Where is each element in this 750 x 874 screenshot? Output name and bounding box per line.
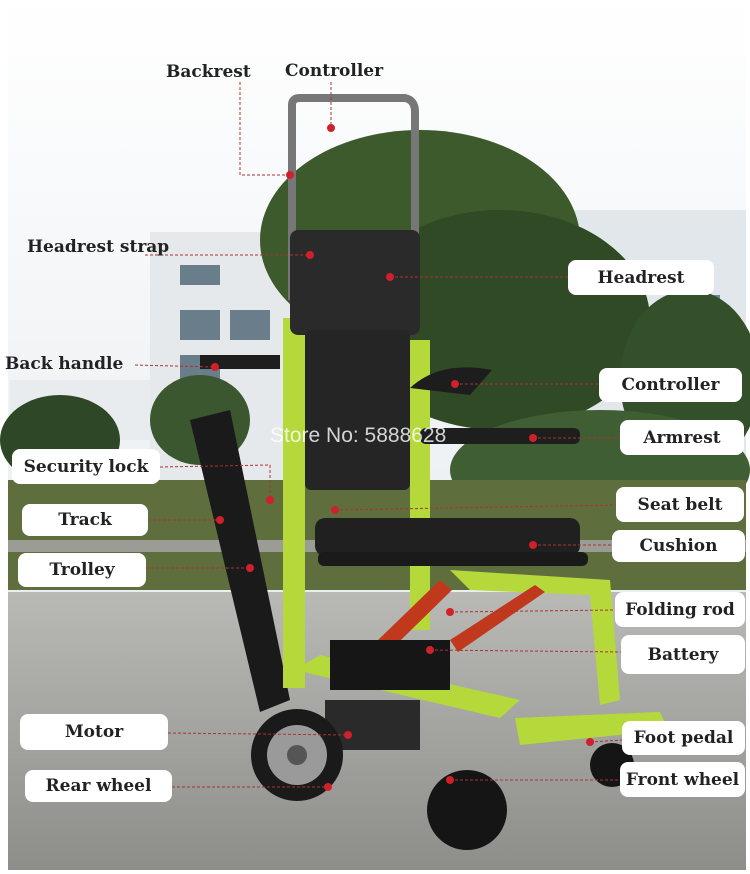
front-wheel-shape (427, 770, 507, 850)
label-controller: Controller (599, 368, 742, 402)
label-rear-wheel: Rear wheel (25, 770, 172, 802)
label-motor: Motor (20, 714, 168, 750)
cushion-shape (315, 518, 580, 556)
label-headrest: Headrest (568, 260, 714, 295)
label-backrest: Backrest (166, 62, 251, 82)
label-armrest: Armrest (620, 420, 744, 455)
label-foot-pedal: Foot pedal (622, 721, 745, 755)
label-cushion: Cushion (612, 530, 745, 562)
label-folding-rod: Folding rod (615, 592, 745, 627)
marker-dots (211, 124, 594, 791)
label-headrest-strap: Headrest strap (27, 237, 170, 257)
label-back-handle: Back handle (5, 354, 124, 374)
track-shape (190, 410, 290, 712)
label-security-lock: Security lock (12, 449, 160, 484)
label-front-wheel: Front wheel (620, 762, 745, 797)
label-battery: Battery (621, 635, 745, 674)
label-track: Track (22, 504, 148, 536)
store-watermark: Store No: 5888628 (270, 424, 447, 447)
headrest-shape (290, 230, 420, 335)
label-seat-belt: Seat belt (616, 487, 744, 522)
label-controller-top: Controller (285, 61, 384, 81)
label-trolley: Trolley (18, 553, 146, 587)
